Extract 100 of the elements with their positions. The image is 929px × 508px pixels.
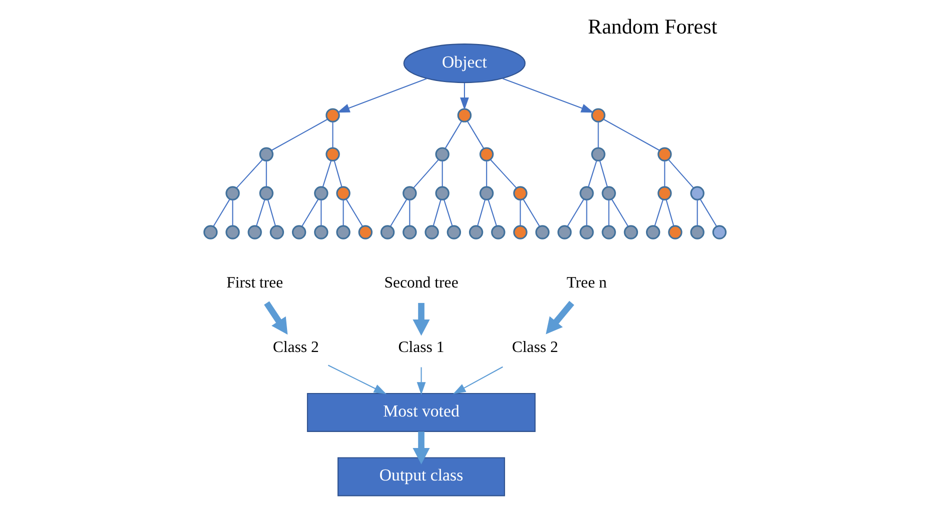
connector <box>586 200 587 226</box>
arrow <box>460 82 468 110</box>
connector <box>441 160 442 187</box>
connector <box>602 118 660 151</box>
connector <box>345 198 362 227</box>
node-circle <box>424 225 438 240</box>
connector <box>232 200 233 226</box>
arrow <box>336 78 426 113</box>
connector <box>444 120 462 149</box>
connector <box>486 160 487 187</box>
connector <box>665 199 674 226</box>
arrow <box>416 367 426 395</box>
node-circle <box>590 147 605 162</box>
connector <box>487 199 497 226</box>
connector <box>255 199 265 226</box>
node-text: Class 2 <box>272 338 318 356</box>
node-circle <box>478 186 494 200</box>
arrow <box>502 78 594 113</box>
connector <box>432 199 441 226</box>
connector <box>476 199 486 226</box>
connector <box>597 122 598 148</box>
connector <box>522 198 540 227</box>
connector <box>664 160 665 187</box>
node-ellipse: Object <box>402 44 526 84</box>
node-circle <box>456 108 472 122</box>
connector <box>412 159 438 188</box>
connector <box>654 199 664 226</box>
arrow <box>452 366 503 394</box>
connector <box>236 159 262 188</box>
connector <box>668 159 694 188</box>
node-circle <box>690 225 704 240</box>
node-circle <box>512 225 527 240</box>
node-circle <box>590 108 605 122</box>
node-circle <box>336 186 350 200</box>
connector <box>699 198 716 227</box>
node-circle <box>623 225 638 240</box>
connector <box>442 199 452 226</box>
connector <box>212 198 230 227</box>
connector <box>598 160 608 188</box>
node-circle <box>434 147 449 162</box>
node-circle <box>478 147 494 162</box>
connector <box>320 200 322 226</box>
node-circle <box>247 225 262 240</box>
node-circle <box>446 225 461 240</box>
node-circle <box>325 147 340 162</box>
node-circle <box>225 225 240 240</box>
node-circle <box>336 225 350 240</box>
connector <box>519 200 520 226</box>
arrow <box>412 302 430 336</box>
node-circle <box>657 147 672 162</box>
node-circle <box>314 186 328 200</box>
connector <box>271 118 328 151</box>
node-box: Most voted <box>306 392 536 432</box>
node-circle <box>490 225 505 240</box>
node-circle <box>712 225 726 240</box>
node-circle <box>402 225 416 240</box>
node-circle <box>579 186 594 200</box>
connector <box>408 200 410 226</box>
connector <box>466 120 484 149</box>
node-circle <box>601 186 616 200</box>
node-circle <box>402 186 416 200</box>
node-text: Tree n <box>566 274 606 292</box>
node-circle <box>668 225 682 240</box>
diagram-title: Random Forest <box>587 14 717 38</box>
node-circle <box>579 225 594 240</box>
connector <box>608 200 609 226</box>
node-text: Class 1 <box>398 338 444 356</box>
connector <box>342 200 344 226</box>
node-circle <box>225 186 240 200</box>
connector <box>266 199 276 226</box>
connector <box>490 159 516 188</box>
connector <box>587 160 597 188</box>
node-circle <box>202 225 218 240</box>
connector <box>333 160 342 188</box>
node-text: Second tree <box>384 274 458 292</box>
arrow <box>412 432 430 464</box>
node-circle <box>269 225 284 240</box>
connector <box>322 160 332 188</box>
node-circle <box>358 225 372 240</box>
node-text: First tree <box>226 274 283 292</box>
node-circle <box>512 186 527 200</box>
node-circle <box>380 225 394 240</box>
node-circle <box>534 225 550 240</box>
node-circle <box>258 186 273 200</box>
connector <box>301 198 318 227</box>
node-circle <box>556 225 572 240</box>
node-circle <box>690 186 704 200</box>
connector <box>332 122 333 148</box>
arrow <box>264 301 288 335</box>
connector <box>566 198 584 227</box>
node-text: Class 2 <box>512 338 558 356</box>
node-circle <box>657 186 672 200</box>
node-circle <box>645 225 660 240</box>
node-circle <box>325 108 340 122</box>
node-circle <box>291 225 306 240</box>
connector <box>610 198 628 227</box>
node-circle <box>434 186 449 200</box>
node-circle <box>601 225 616 240</box>
arrow <box>545 300 574 334</box>
connector <box>390 198 407 227</box>
